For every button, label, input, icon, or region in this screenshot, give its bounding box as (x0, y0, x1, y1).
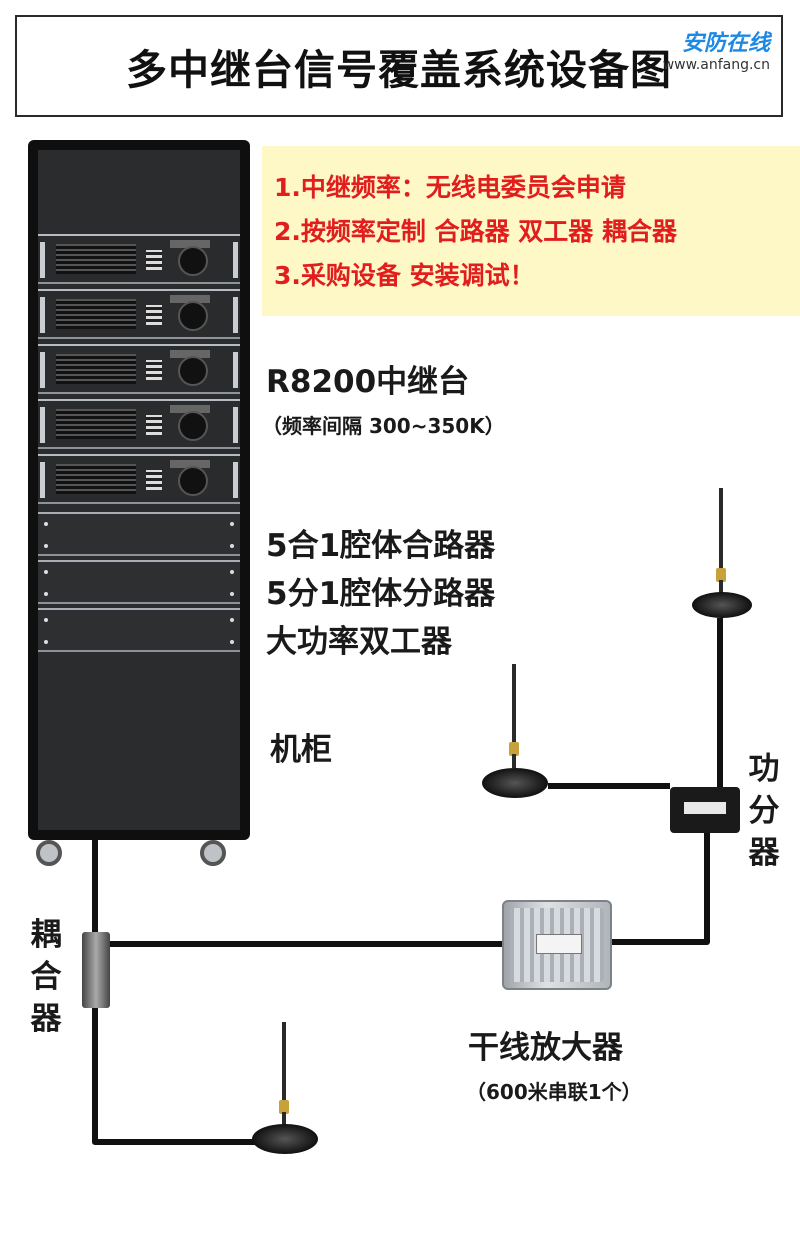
watermark-logo: 安防在线 (681, 31, 770, 56)
combiner-label: 5合1腔体合路器 (266, 528, 496, 564)
amplifier-sticker (536, 934, 582, 954)
cable-amp-to-splitter (612, 833, 710, 945)
combiner-panel (38, 512, 240, 556)
repeater-unit (38, 454, 240, 504)
amplifier-name: 干线放大器 (468, 1030, 623, 1066)
amplifier-spec: （600米串联1个） (466, 1080, 642, 1104)
note-2: 2.按频率定制 合路器 双工器 耦合器 (274, 217, 678, 246)
repeater-spec: （频率间隔 300~350K） (262, 414, 505, 438)
coupler-icon (82, 932, 110, 1008)
motorola-logo-icon (178, 411, 208, 441)
caster-wheel-icon (36, 840, 62, 866)
cabinet-interior (38, 150, 240, 830)
divider-panel (38, 560, 240, 604)
watermark-url: www.anfang.cn (662, 57, 770, 73)
coupler-label: 耦合器 (26, 914, 66, 1040)
divider-label: 5分1腔体分路器 (266, 576, 496, 612)
repeater-unit (38, 234, 240, 284)
repeater-unit (38, 344, 240, 394)
caster-wheel-icon (200, 840, 226, 866)
splitter-label: 功分器 (744, 748, 784, 874)
repeater-name: R8200中继台 (266, 364, 470, 400)
note-1: 1.中继频率：无线电委员会申请 (274, 173, 626, 202)
page-title: 多中继台信号覆盖系统设备图 (126, 46, 672, 94)
cable-coupler-to-antenna (92, 1008, 262, 1145)
notes-box: 1.中继频率：无线电委员会申请 2.按频率定制 合路器 双工器 耦合器 3.采购… (262, 146, 800, 316)
duplexer-label: 大功率双工器 (266, 624, 452, 660)
motorola-logo-icon (178, 466, 208, 496)
splitter-text: 功分器 (748, 751, 780, 871)
motorola-logo-icon (178, 246, 208, 276)
repeater-unit (38, 289, 240, 339)
note-3: 3.采购设备 安装调试！ (274, 261, 535, 290)
motorola-logo-icon (178, 301, 208, 331)
duplexer-panel (38, 608, 240, 652)
watermark: 安防在线 www.anfang.cn (663, 32, 770, 74)
cabinet-label: 机柜 (270, 732, 332, 768)
splitter-sticker (684, 802, 726, 814)
title-frame: 多中继台信号覆盖系统设备图 (15, 15, 783, 117)
motorola-logo-icon (178, 356, 208, 386)
repeater-unit (38, 399, 240, 449)
coupler-text: 耦合器 (30, 917, 62, 1037)
